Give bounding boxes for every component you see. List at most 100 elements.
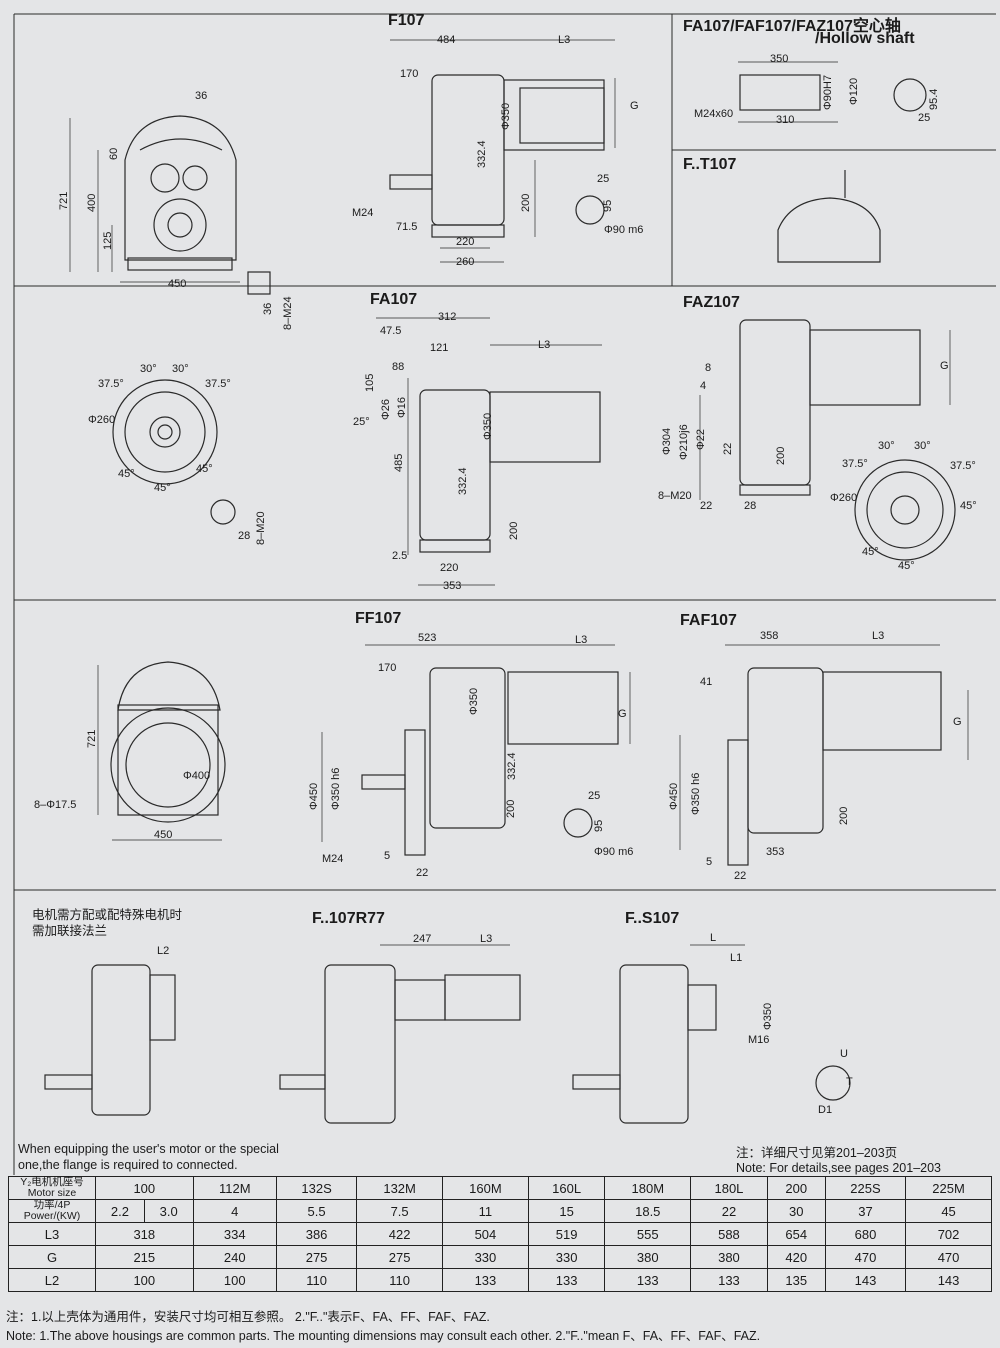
dim-label: Φ350: [468, 687, 480, 715]
table-row: G 215 240 275 275 330 330 380 380 420 47…: [8, 1245, 992, 1269]
dim-label: Φ450: [308, 782, 320, 810]
table-cell: 318: [95, 1222, 194, 1246]
dim-label: Φ90 m6: [594, 846, 634, 858]
table-cell: 100: [95, 1176, 194, 1200]
dim-label: 37.5°: [205, 378, 231, 390]
dim-label: L3: [872, 630, 885, 642]
faz107-side-view: [699, 319, 956, 561]
f107-end-view: [69, 115, 271, 295]
dim-label: 25: [918, 112, 931, 124]
dim-label: M24: [352, 207, 374, 219]
dim-label: 450: [168, 278, 187, 290]
table-cell: 225S: [824, 1176, 907, 1200]
dim-label: 45°: [118, 468, 135, 480]
table-cell: 132M: [356, 1176, 444, 1200]
dim-label: 220: [456, 236, 475, 248]
table-cell: 470: [905, 1245, 992, 1269]
footnote-cn: 注：1.以上壳体为通用件，安装尺寸均可相互参照。 2."F.."表示F、FA、F…: [6, 1310, 490, 1324]
dim-label: 95: [593, 819, 605, 832]
ff107-end-view: [97, 661, 226, 841]
flange-adapter-view: [44, 964, 176, 1116]
dim-label: 30°: [140, 363, 157, 375]
table-cell: 5.5: [275, 1199, 358, 1223]
dim-label: 8–M24: [282, 296, 294, 330]
flange-note-cn: 需加联接法兰: [32, 924, 108, 938]
table-cell: 386: [275, 1222, 358, 1246]
table-cell: 702: [905, 1222, 992, 1246]
dim-label: 5: [384, 850, 391, 862]
dim-label: Φ350: [762, 1002, 774, 1030]
table-cell: 680: [824, 1222, 907, 1246]
dim-label: 30°: [172, 363, 189, 375]
dim-label: 37.5°: [98, 378, 124, 390]
dim-label: 400: [86, 193, 98, 212]
dim-label: G: [953, 716, 962, 728]
dim-label: 41: [700, 676, 713, 688]
dim-label: 450: [154, 829, 173, 841]
dim-label: 332.4: [476, 140, 488, 168]
table-cell: 133: [690, 1268, 768, 1292]
dim-label: 332.4: [457, 467, 469, 495]
dim-label: 353: [443, 580, 462, 592]
dim-label: U: [840, 1048, 848, 1060]
dim-label: D1: [818, 1104, 833, 1116]
dim-label: L3: [480, 933, 493, 945]
title-ff107: FF107: [355, 610, 402, 627]
dim-label: 260: [456, 256, 475, 268]
dim-label: G: [940, 360, 949, 372]
table-cell: 470: [824, 1245, 907, 1269]
row-header: L2: [8, 1268, 96, 1292]
table-cell: 240: [192, 1245, 277, 1269]
dim-label: 105: [364, 373, 376, 392]
dim-label: 88: [392, 361, 405, 373]
dim-label: Φ120: [848, 77, 860, 105]
table-cell: 275: [356, 1245, 444, 1269]
footnote-en: Note: 1.The above housings are common pa…: [6, 1329, 761, 1343]
dim-label: 71.5: [396, 221, 418, 233]
dim-label: Φ350: [500, 102, 512, 130]
dim-label: 25: [597, 173, 610, 185]
dim-label: G: [630, 100, 639, 112]
dim-label: 8: [705, 362, 712, 374]
fa107-side-view: [376, 317, 602, 586]
dim-label: 95: [602, 199, 614, 212]
dim-label: 5: [706, 856, 713, 868]
table-cell: 180L: [690, 1176, 768, 1200]
table-cell: 160M: [442, 1176, 529, 1200]
table-cell: 588: [690, 1222, 768, 1246]
dim-label: Φ90 m6: [604, 224, 644, 236]
table-cell: 334: [192, 1222, 277, 1246]
dim-label: M24x60: [694, 108, 734, 120]
table-cell: 180M: [604, 1176, 692, 1200]
table-cell: 133: [527, 1268, 606, 1292]
dim-label: 170: [378, 662, 397, 674]
flange-note-en: When equipping the user's motor or the s…: [18, 1142, 279, 1156]
table-cell: 100: [95, 1268, 194, 1292]
table-cell: 654: [766, 1222, 826, 1246]
table-cell: 225M: [905, 1176, 992, 1200]
dim-label: 332.4: [506, 752, 518, 780]
dim-label: 2.5: [392, 550, 408, 562]
dim-label: 8–Φ17.5: [34, 799, 77, 811]
title-hollow-shaft: /Hollow shaft: [815, 30, 915, 47]
fs107-view: [572, 944, 851, 1124]
dim-label: 125: [102, 231, 114, 250]
dim-label: 721: [86, 729, 98, 748]
dim-label: M24: [322, 853, 344, 865]
dim-label: 37.5°: [842, 458, 868, 470]
title-faf107: FAF107: [680, 612, 737, 629]
dim-label: Φ90H7: [822, 74, 834, 110]
table-cell: 22: [690, 1199, 768, 1223]
title-faz107: FAZ107: [683, 294, 740, 311]
table-cell: 11: [442, 1199, 529, 1223]
dim-label: 36: [262, 302, 274, 315]
dim-label: 4: [700, 380, 707, 392]
table-cell: 133: [604, 1268, 692, 1292]
row-header: G: [8, 1245, 96, 1269]
dim-label: 484: [437, 34, 456, 46]
table-row: L2 100 100 110 110 133 133 133 133 135 1…: [8, 1268, 992, 1292]
dim-label: G: [618, 708, 627, 720]
